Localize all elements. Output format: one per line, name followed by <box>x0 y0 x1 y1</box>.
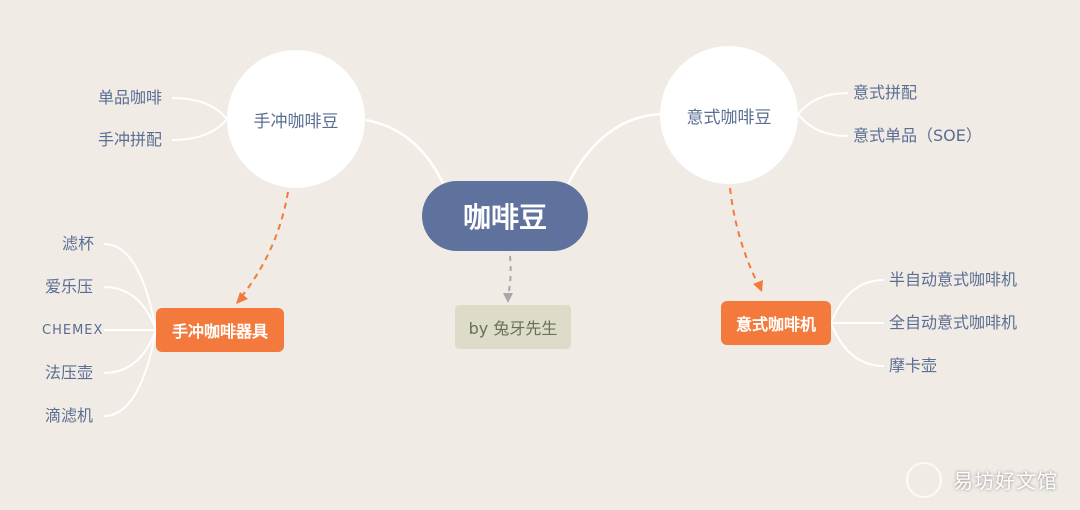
hand-brew-beans-node[interactable]: 手冲咖啡豆 <box>227 50 365 188</box>
author-byline: by 兔牙先生 <box>455 305 571 349</box>
connector-left-leaf-1 <box>171 97 228 120</box>
dashed-arrow-center <box>507 255 512 297</box>
arrowhead-center <box>503 293 513 303</box>
leaf-chemex[interactable]: CHEMEX <box>42 323 104 338</box>
leaf-moka-pot[interactable]: 摩卡壶 <box>889 356 938 375</box>
connector-tools-leaf-5 <box>103 329 157 417</box>
leaf-hand-blend[interactable]: 手冲拼配 <box>98 130 163 149</box>
connector-right-leaf-1 <box>797 92 849 115</box>
leaf-aeropress[interactable]: 爱乐压 <box>45 277 94 296</box>
connector-left-leaf-2 <box>171 118 228 141</box>
leaf-full-auto[interactable]: 全自动意式咖啡机 <box>889 313 1018 332</box>
leaf-single-origin[interactable]: 单品咖啡 <box>98 88 163 107</box>
connector-tools-leaf-2 <box>103 286 157 331</box>
arrowhead-right <box>753 280 763 292</box>
dashed-arrow-left <box>241 191 289 297</box>
connector-tools-leaf-1 <box>103 243 157 331</box>
connector-central-right-circle <box>564 112 661 189</box>
espresso-machine-node[interactable]: 意式咖啡机 <box>721 301 831 345</box>
arrowhead-left <box>236 292 248 304</box>
leaf-drip-machine[interactable]: 滴滤机 <box>45 406 94 425</box>
leaf-semi-auto[interactable]: 半自动意式咖啡机 <box>889 270 1018 289</box>
hand-brew-tools-node[interactable]: 手冲咖啡器具 <box>156 308 284 352</box>
dashed-arrow-right <box>729 187 759 285</box>
central-topic[interactable]: 咖啡豆 <box>422 181 588 251</box>
leaf-espresso-soe[interactable]: 意式单品（SOE） <box>853 126 982 145</box>
connector-central-left-circle <box>365 118 448 191</box>
leaf-dripper[interactable]: 滤杯 <box>62 234 95 253</box>
watermark-text: 易坊好文馆 <box>953 469 1058 493</box>
connector-machine-leaf-1 <box>830 279 885 324</box>
connector-right-leaf-2 <box>797 113 849 137</box>
watermark-logo-icon <box>906 462 942 498</box>
connector-tools-leaf-4 <box>103 329 157 374</box>
leaf-french-press[interactable]: 法压壶 <box>45 363 94 382</box>
leaf-espresso-blend[interactable]: 意式拼配 <box>853 83 918 102</box>
connector-machine-leaf-3 <box>830 322 885 367</box>
espresso-beans-node[interactable]: 意式咖啡豆 <box>660 46 798 184</box>
